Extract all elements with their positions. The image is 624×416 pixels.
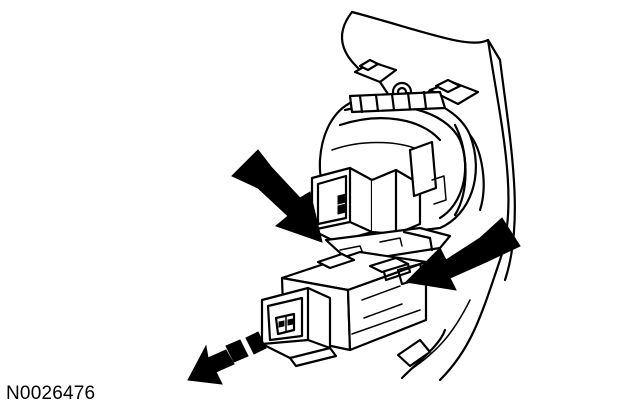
switch-connector-face <box>260 286 338 368</box>
housing-connector <box>310 140 447 244</box>
locking-tab-arrow-right <box>404 217 521 291</box>
removal-direction-arrow <box>187 331 267 385</box>
figure-id-label: N0026476 <box>6 383 96 404</box>
locking-tab-arrow-left <box>231 149 323 243</box>
